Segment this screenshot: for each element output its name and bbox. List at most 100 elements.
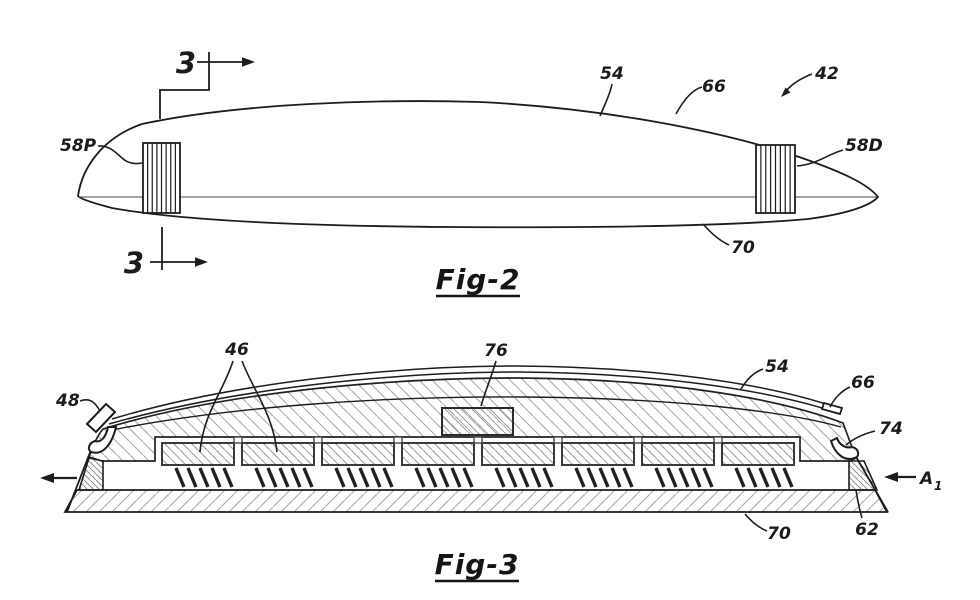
louver-stroke	[782, 467, 794, 488]
louver-stroke	[210, 467, 222, 488]
louver-stroke	[222, 467, 234, 488]
section-line-top	[159, 52, 210, 119]
heater-block	[401, 442, 475, 466]
fig3-label-76: 76	[484, 341, 508, 361]
louver-stroke	[542, 467, 554, 488]
fig2-leader-58D	[796, 149, 844, 167]
louver-stroke	[302, 467, 314, 488]
fig3-outer-skin-line-1	[111, 365, 836, 420]
fig2-airfoil-outline	[77, 100, 880, 229]
fig2-label-66: 66	[702, 77, 726, 97]
fig3-label-48: 48	[55, 391, 80, 411]
heater-block	[721, 442, 795, 466]
block-gap-tab	[633, 436, 643, 444]
louver-stroke	[586, 467, 598, 488]
louver-stroke	[598, 467, 610, 488]
fig2-caption: Fig-2	[436, 263, 521, 296]
section-label-3-top: 3	[176, 46, 196, 80]
heater-block	[641, 442, 715, 466]
louver-stroke	[266, 467, 278, 488]
fig3-left-outer-edge	[66, 449, 92, 513]
block-gap-tab	[313, 436, 323, 444]
louver-stroke	[702, 467, 714, 488]
fig3-leader-74	[845, 430, 876, 446]
grille-58p	[142, 142, 181, 214]
block-gap-tab	[713, 436, 723, 444]
fig3-internals	[161, 436, 795, 488]
block-gap-tab	[233, 436, 243, 444]
louver-stroke	[574, 467, 586, 488]
heater-block	[161, 442, 235, 466]
block-gap-tab	[473, 436, 483, 444]
fig2-leader-66	[675, 86, 703, 115]
fig3-skin-end-piece	[820, 401, 844, 416]
fig2-label-58P: 58P	[60, 136, 97, 156]
louver-stroke	[654, 467, 666, 488]
louver-stroke	[746, 467, 758, 488]
louver-stroke	[414, 467, 426, 488]
louver-stroke	[290, 467, 302, 488]
fig3-skin-curl-left	[87, 426, 118, 454]
louver-stroke	[254, 467, 266, 488]
louver-stroke	[334, 467, 346, 488]
heater-block	[481, 442, 555, 466]
louver-stroke	[346, 467, 358, 488]
louver-stroke	[358, 467, 370, 488]
louver-stroke	[494, 467, 506, 488]
louver-stroke	[438, 467, 450, 488]
fig3-skin-curl-right-74	[829, 436, 860, 460]
louver-stroke	[518, 467, 530, 488]
fig2-label-42: 42	[814, 64, 839, 84]
louver-stroke	[198, 467, 210, 488]
fig3-left-wall	[77, 457, 104, 491]
fig3-group: A 1 48 46 76 54 66 74 62 70 Fig-3	[40, 340, 942, 583]
fig3-leader-66	[829, 386, 851, 408]
fig3-label-62: 62	[855, 520, 879, 540]
fig3-label-74: 74	[879, 419, 903, 439]
louver-stroke	[734, 467, 746, 488]
louver-stroke	[610, 467, 622, 488]
fig3-left-flow-arrow-head	[40, 473, 54, 483]
fig3-leader-46-left	[199, 360, 234, 453]
fig3-leader-54	[740, 368, 764, 390]
louver-stroke	[382, 467, 394, 488]
grille-58d	[755, 144, 796, 214]
louver-stroke	[462, 467, 474, 488]
louver-stroke	[770, 467, 782, 488]
heater-block	[241, 442, 315, 466]
section-arrow-top-head	[242, 57, 255, 67]
fig3-label-70: 70	[767, 524, 791, 544]
fig2-label-54: 54	[600, 64, 624, 84]
fig3-leader-46-right	[241, 360, 278, 453]
section-arrow-bottom-head	[195, 257, 208, 267]
heater-block	[321, 442, 395, 466]
section-label-3-bottom: 3	[124, 246, 144, 280]
fig3-label-a1-base: A	[918, 469, 933, 489]
fig3-label-66: 66	[851, 373, 875, 393]
louver-stroke	[186, 467, 198, 488]
louver-stroke	[426, 467, 438, 488]
louver-stroke	[690, 467, 702, 488]
fig3-label-a1-sub: 1	[934, 479, 942, 493]
louver-stroke	[450, 467, 462, 488]
fig2-label-58D: 58D	[845, 136, 883, 156]
block-gap-tab	[393, 436, 403, 444]
louver-stroke	[174, 467, 186, 488]
fig3-shell-inner-curve	[106, 396, 842, 432]
fig3-base-plate	[63, 489, 889, 513]
fig2-leader-58P	[97, 145, 143, 165]
louver-stroke	[758, 467, 770, 488]
fig3-leader-76	[480, 360, 497, 407]
fig3-leader-70	[744, 513, 768, 532]
fig3-leader-48	[79, 399, 101, 412]
fig3-label-46: 46	[224, 340, 249, 360]
louver-stroke	[370, 467, 382, 488]
heater-block	[561, 442, 635, 466]
louver-stroke	[666, 467, 678, 488]
fig3-label-54: 54	[765, 357, 789, 377]
fig3-leader-62	[855, 489, 863, 519]
fig3-outer-skin-line-2	[108, 371, 839, 425]
block-gap-tab	[553, 436, 563, 444]
